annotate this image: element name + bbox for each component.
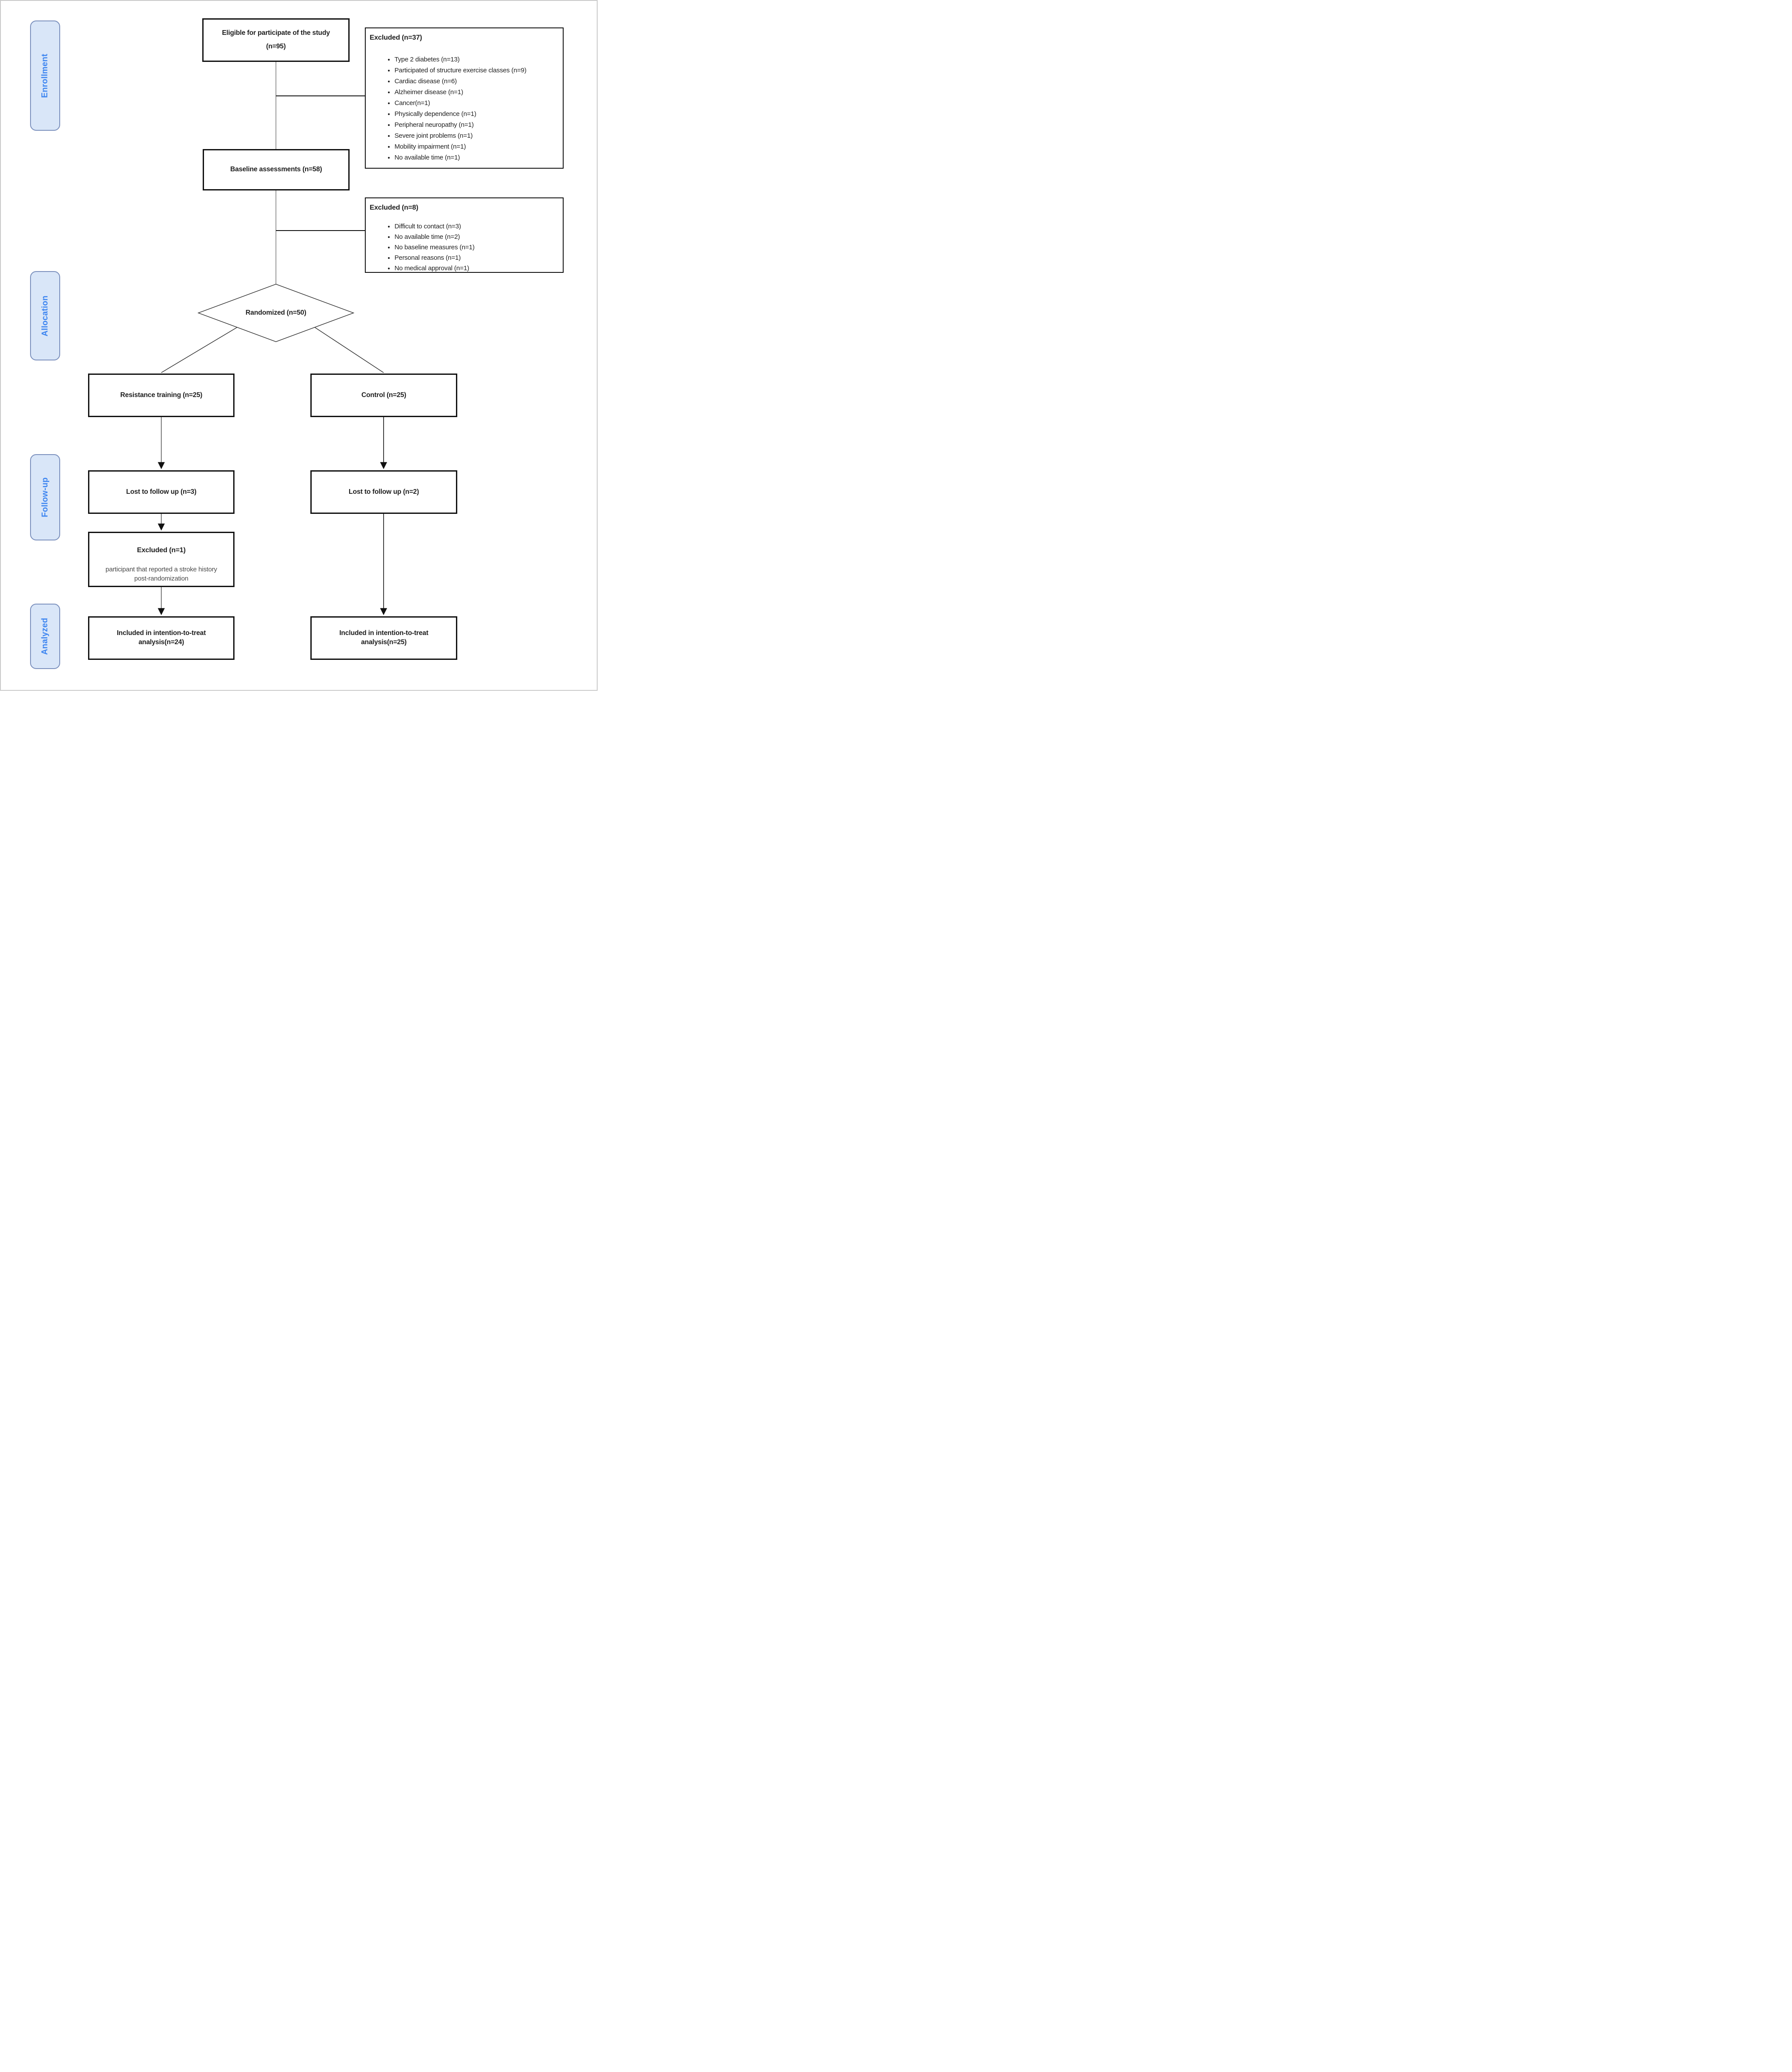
exclusion-reason: Cancer(n=1) (394, 98, 527, 109)
connector-lines (157, 62, 388, 615)
excluded-baseline-reason-list: Difficult to contact (n=3)No available t… (366, 221, 488, 274)
exclusion-reason: Mobility impairment (n=1) (394, 141, 527, 152)
eligible-box-line1: Eligible for participate of the study (222, 29, 330, 37)
exclusion-reason: Personal reasons (n=1) (394, 253, 475, 263)
stage-label-follow-up: Follow-up (30, 454, 60, 540)
exclusion-reason: No medical approval (n=1) (394, 263, 475, 274)
connector-randomized-to-control (314, 327, 384, 373)
exclusion-reason: No available time (n=1) (394, 152, 527, 163)
exclusion-reason: Physically dependence (n=1) (394, 109, 527, 119)
consort-flow-diagram: Enrollment Allocation Follow-up Analyzed… (0, 0, 598, 691)
itt-control-box: Included in intention-to-treat analysis(… (310, 616, 457, 660)
resistance-group-label: Resistance training (n=25) (120, 391, 203, 399)
excluded-baseline-title: Excluded (n=8) (370, 204, 418, 211)
lost-followup-resistance-box: Lost to follow up (n=3) (88, 470, 235, 514)
excluded-baseline-box: Excluded (n=8) Difficult to contact (n=3… (365, 197, 564, 273)
eligible-box-count: (n=95) (266, 43, 286, 51)
stage-label-analyzed: Analyzed (30, 604, 60, 669)
control-group-label: Control (n=25) (361, 391, 406, 399)
excluded-resistance-box: Excluded (n=1) participant that reported… (88, 532, 235, 587)
excluded-enrollment-title: Excluded (n=37) (370, 34, 422, 41)
excluded-enrollment-box: Excluded (n=37) Type 2 diabetes (n=13)Pa… (365, 27, 564, 169)
connector-randomized-to-resistance (161, 327, 238, 373)
baseline-box: Baseline assessments (n=58) (203, 149, 350, 190)
excluded-enrollment-reason-list: Type 2 diabetes (n=13)Participated of st… (366, 54, 540, 163)
exclusion-reason: Difficult to contact (n=3) (394, 221, 475, 232)
baseline-box-label: Baseline assessments (n=58) (230, 166, 322, 173)
lost-followup-resistance-label: Lost to follow up (n=3) (126, 488, 197, 496)
stage-label-follow-up-text: Follow-up (40, 477, 50, 517)
exclusion-reason: Cardiac disease (n=6) (394, 76, 527, 87)
exclusion-reason: Peripheral neuropathy (n=1) (394, 119, 527, 130)
itt-resistance-box: Included in intention-to-treat analysis(… (88, 616, 235, 660)
stage-label-allocation: Allocation (30, 271, 60, 360)
exclusion-reason: Severe joint problems (n=1) (394, 130, 527, 141)
itt-control-label: Included in intention-to-treat analysis(… (339, 629, 428, 646)
resistance-group-box: Resistance training (n=25) (88, 374, 235, 417)
lost-followup-control-label: Lost to follow up (n=2) (348, 488, 419, 496)
randomized-diamond-label: Randomized (n=50) (245, 309, 306, 316)
stage-label-analyzed-text: Analyzed (40, 618, 50, 655)
stage-label-allocation-text: Allocation (40, 295, 50, 336)
excluded-resistance-reason: participant that reported a stroke histo… (105, 565, 217, 583)
exclusion-reason: No available time (n=2) (394, 232, 475, 242)
control-group-box: Control (n=25) (310, 374, 457, 417)
stage-label-enrollment: Enrollment (30, 20, 60, 131)
itt-resistance-label: Included in intention-to-treat analysis(… (116, 629, 206, 646)
eligible-box: Eligible for participate of the study (n… (202, 18, 350, 62)
stage-label-enrollment-text: Enrollment (40, 53, 50, 98)
lost-followup-control-box: Lost to follow up (n=2) (310, 470, 457, 514)
exclusion-reason: Alzheimer disease (n=1) (394, 87, 527, 98)
exclusion-reason: No baseline measures (n=1) (394, 242, 475, 253)
exclusion-reason: Participated of structure exercise class… (394, 65, 527, 76)
exclusion-reason: Type 2 diabetes (n=13) (394, 54, 527, 65)
excluded-resistance-title: Excluded (n=1) (137, 547, 186, 554)
